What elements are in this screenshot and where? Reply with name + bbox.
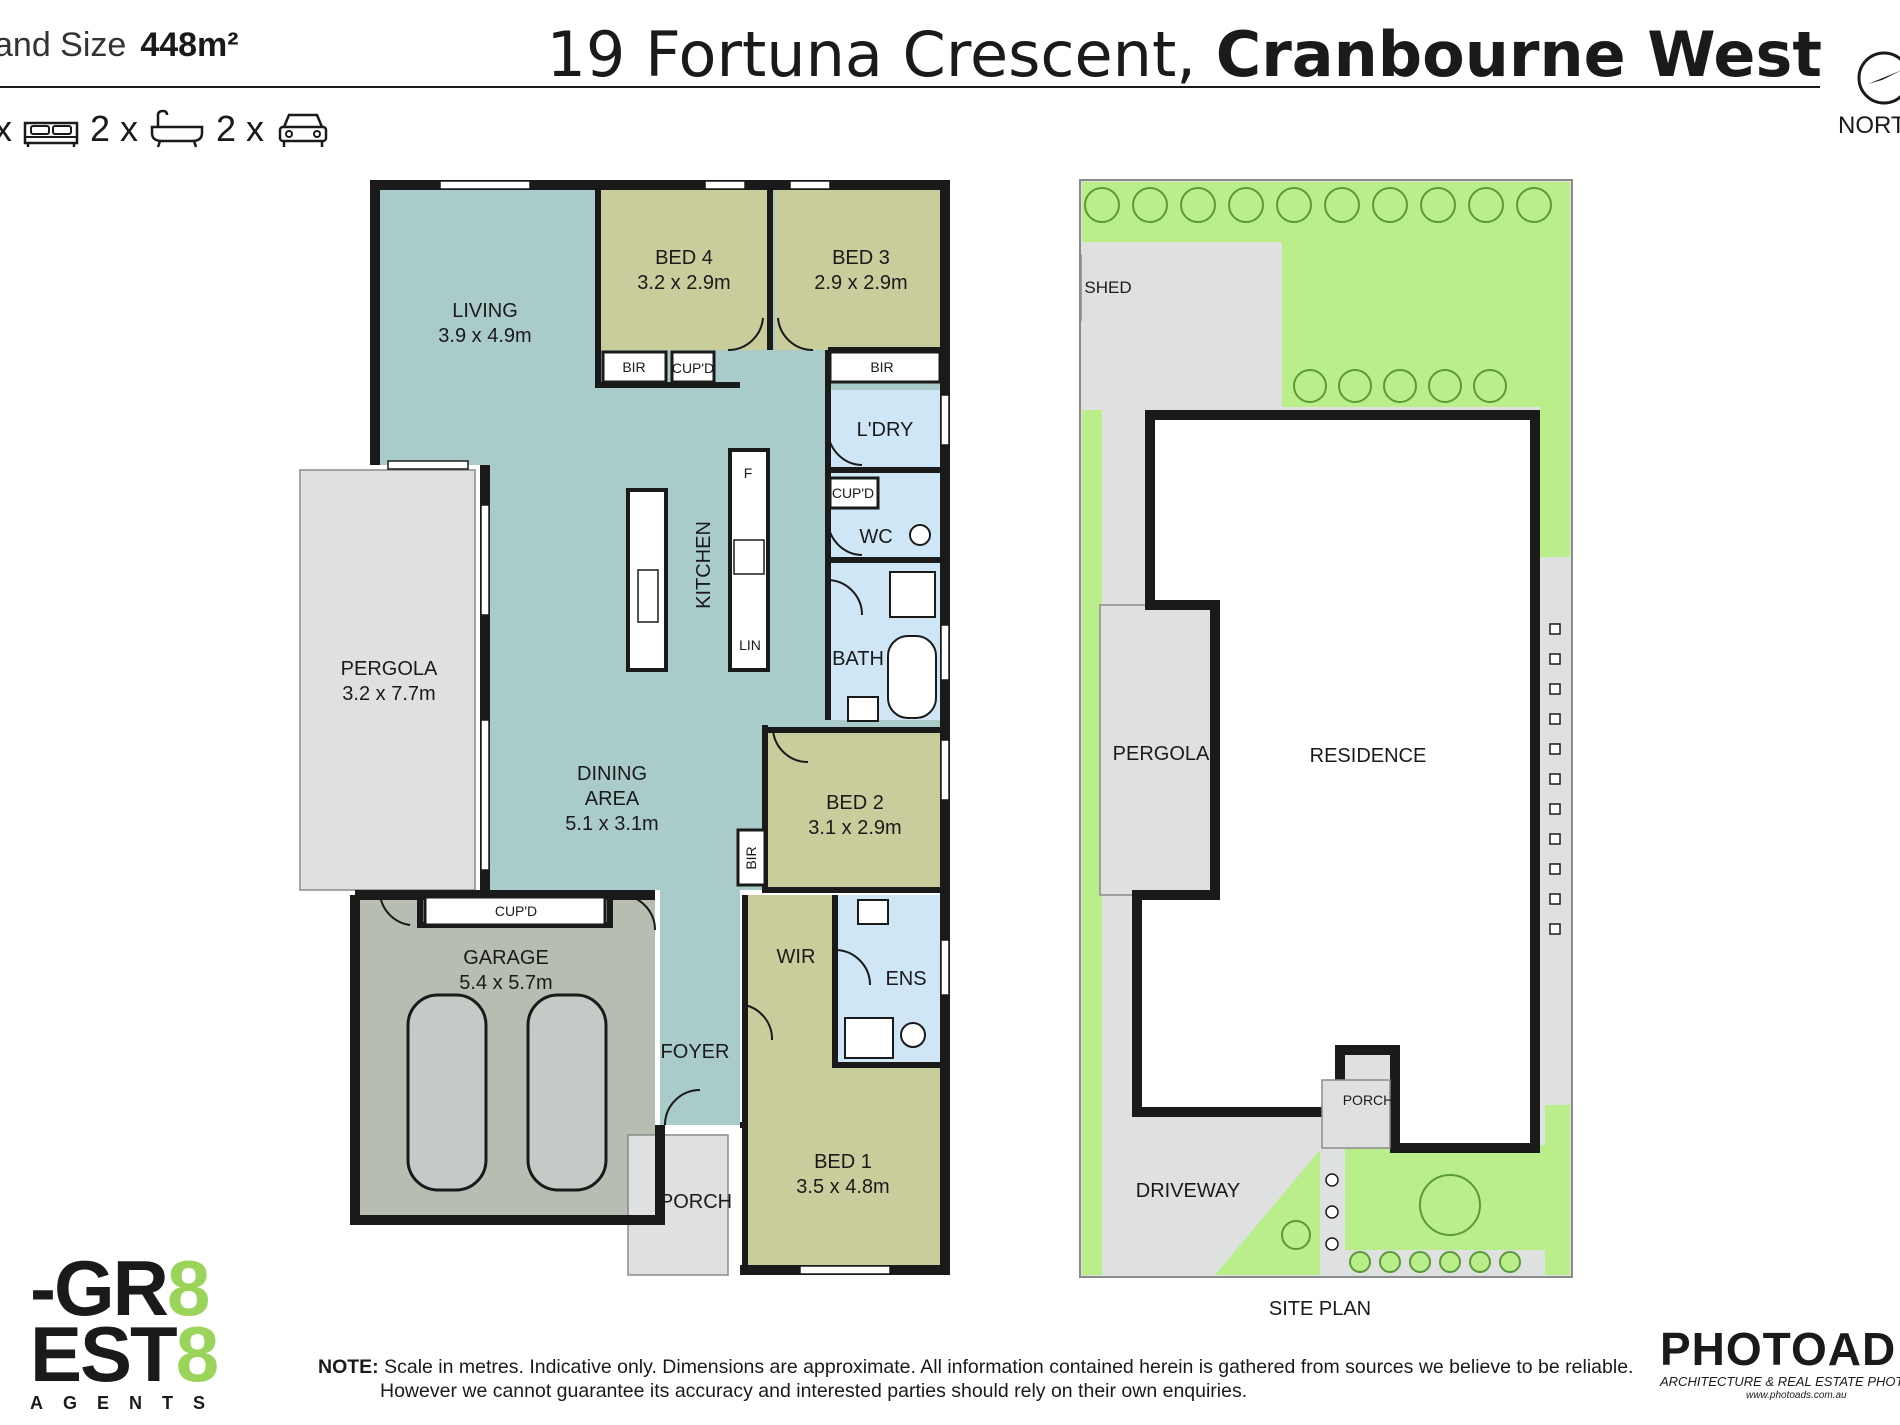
- bed2-size: 3.1 x 2.9m: [808, 817, 901, 839]
- address-street: 19 Fortuna Crescent,: [546, 18, 1196, 91]
- bed2-room: [768, 730, 945, 890]
- sink-icon: [637, 569, 659, 623]
- note-line-2: However we cannot guarantee its accuracy…: [380, 1380, 1248, 1402]
- feature-summary: x 2 x 2 x: [0, 108, 332, 150]
- wir-name: WIR: [777, 946, 816, 968]
- porch-area: [627, 1134, 729, 1276]
- north-label: NORT: [1838, 112, 1900, 139]
- land-size-value: 448m²: [140, 26, 239, 64]
- bed1-size: 3.5 x 4.8m: [796, 1176, 889, 1198]
- bed4-name: BED 4: [655, 247, 713, 269]
- dining-size: 5.1 x 3.1m: [565, 813, 658, 835]
- disclaimer-note: NOTE: Scale in metres. Indicative only. …: [318, 1355, 1633, 1403]
- bed3-size: 2.9 x 2.9m: [814, 272, 907, 294]
- agency-logo: -GR8 EST8 AGENTS: [30, 1249, 226, 1414]
- cupd-garage-label: CUP'D: [495, 903, 537, 919]
- photographer-tagline: ARCHITECTURE & REAL ESTATE PHOTOGRA: [1660, 1374, 1900, 1389]
- cooktop-icon: [733, 539, 765, 575]
- page-title: 19 Fortuna Crescent, Cranbourne West: [546, 18, 1822, 91]
- side-garden: [1082, 410, 1102, 1275]
- cupd-bed4-label: CUP'D: [672, 360, 714, 376]
- bed3-room: [775, 190, 945, 350]
- living-name: LIVING: [452, 300, 518, 322]
- bir-bed4-label: BIR: [622, 359, 645, 375]
- site-plan-title: SITE PLAN: [1269, 1298, 1371, 1320]
- porch-name: PORCH: [660, 1191, 732, 1213]
- bath-count: 2 x: [90, 108, 139, 149]
- north-arrow-icon: [1857, 51, 1900, 105]
- trees: [1084, 187, 1552, 1273]
- bed1-name: BED 1: [814, 1151, 872, 1173]
- site-porch-label: PORCH: [1343, 1092, 1394, 1108]
- garage-name: GARAGE: [463, 947, 549, 969]
- pergola-name: PERGOLA: [341, 658, 438, 680]
- garage-room: [355, 895, 655, 1220]
- bed-count: x: [0, 108, 12, 149]
- wir-room: [762, 915, 827, 1010]
- bath-icon: [150, 109, 204, 148]
- shed-label: SHED: [1084, 278, 1131, 297]
- logo-text-2: EST: [30, 1310, 178, 1398]
- bed4-size: 3.2 x 2.9m: [637, 272, 730, 294]
- fridge-label: F: [744, 465, 753, 481]
- laundry-name: L'DRY: [857, 419, 914, 441]
- logo-text-2b: 8: [175, 1310, 219, 1398]
- site-porch: [1321, 1079, 1391, 1149]
- land-size: and Size 448m²: [0, 26, 239, 65]
- logo-text-1b: 8: [166, 1244, 210, 1332]
- bir-bed2-label: BIR: [743, 846, 759, 869]
- header-divider: [0, 86, 1820, 88]
- note-line-1: Scale in metres. Indicative only. Dimens…: [384, 1356, 1634, 1378]
- foyer-name: FOYER: [661, 1041, 730, 1063]
- photographer-url: www.photoads.com.au: [1746, 1390, 1847, 1401]
- cars: [406, 993, 608, 1192]
- ens-name: ENS: [885, 968, 926, 990]
- land-size-label: and Size: [0, 26, 127, 64]
- photographer-logo: PHOTOAD: [1660, 1323, 1897, 1375]
- driveway-label: DRIVEWAY: [1136, 1180, 1240, 1202]
- pergola-size: 3.2 x 7.7m: [342, 683, 435, 705]
- kitchen-bench: [728, 448, 770, 672]
- logo-text-1: -GR: [30, 1244, 169, 1332]
- kitchen-island: [626, 488, 668, 672]
- residence-label: RESIDENCE: [1310, 745, 1427, 767]
- linen-label: LIN: [739, 637, 761, 653]
- bath-name: BATH: [832, 648, 884, 670]
- kitchen-name: KITCHEN: [693, 521, 715, 609]
- bed-icon: [23, 121, 79, 147]
- note-label: NOTE:: [318, 1356, 379, 1378]
- living-size: 3.9 x 4.9m: [438, 325, 531, 347]
- garage-size: 5.4 x 5.7m: [459, 972, 552, 994]
- address-suburb: Cranbourne West: [1215, 18, 1822, 91]
- site-pergola: [1099, 604, 1216, 896]
- bir-bed3-label: BIR: [870, 359, 893, 375]
- bed3-name: BED 3: [832, 247, 890, 269]
- logo-agents: AGENTS: [30, 1393, 226, 1413]
- car-count: 2 x: [216, 108, 265, 149]
- dining-name-2: AREA: [585, 788, 640, 810]
- wc-name: WC: [859, 526, 892, 548]
- pergola-area: [299, 469, 476, 891]
- bed4-room: [600, 190, 770, 350]
- cupd-ldry-label: CUP'D: [832, 485, 874, 501]
- back-lawn: [1282, 242, 1570, 407]
- dining-name-1: DINING: [577, 763, 647, 785]
- bed2-name: BED 2: [826, 792, 884, 814]
- site-pergola-label: PERGOLA: [1113, 743, 1210, 765]
- car-icon: [278, 113, 328, 147]
